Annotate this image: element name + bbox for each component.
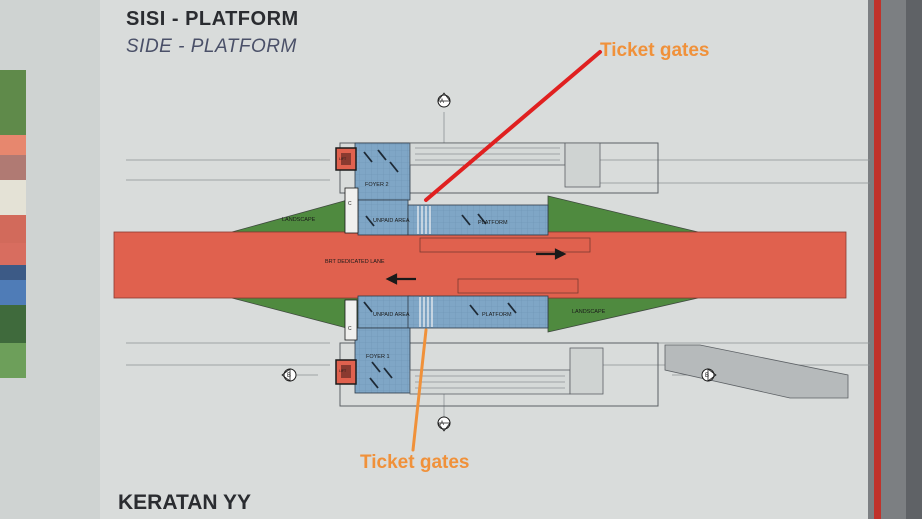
label-platform-bottom: PLATFORM <box>482 312 512 318</box>
label-room-c-bottom: C <box>348 326 352 332</box>
label-landscape-right: LANDSCAPE <box>572 309 606 315</box>
annotation-line-bottom <box>411 328 428 452</box>
label-room-c-top: C <box>348 201 352 207</box>
direction-arrows <box>385 248 567 285</box>
ticket-gates-bottom <box>419 297 433 327</box>
ticket-gates-top <box>417 206 431 234</box>
plan-labels: FOYER 2 UNPAID AREA PLATFORM LANDSCAPE B… <box>282 99 709 427</box>
room-c-bottom <box>344 299 358 341</box>
wall-shadow <box>906 0 922 519</box>
label-lift-top: LIFT <box>339 157 347 161</box>
label-marker-a-top: A <box>440 99 444 105</box>
label-landscape-left: LANDSCAPE <box>282 217 316 223</box>
stair-landing-bottom <box>569 347 604 395</box>
annotation-ticket-gates-top: Ticket gates <box>600 40 710 61</box>
red-frame-edge <box>874 0 881 519</box>
label-unpaid-bottom: UNPAID AREA <box>373 312 410 318</box>
left-legend-strip <box>0 70 26 378</box>
brt-dedicated-lane <box>113 231 847 299</box>
section-marker-a-top <box>437 92 451 108</box>
circulation-marks-bottom <box>363 301 517 389</box>
bus-stop-box-top <box>419 237 591 253</box>
annotation-ticket-gates-bottom: Ticket gates <box>360 452 470 473</box>
label-lift-bottom: LIFT <box>339 369 347 373</box>
section-marker-b-left <box>281 368 297 382</box>
access-ramp <box>664 344 849 399</box>
plan-subtitle: SIDE - PLATFORM <box>126 36 297 57</box>
foyer-1-area <box>354 327 411 394</box>
bus-stop-box-bottom <box>457 278 579 294</box>
platform-top <box>407 204 549 236</box>
label-unpaid-top: UNPAID AREA <box>373 218 410 224</box>
label-marker-b-left: B <box>287 373 291 379</box>
lift-bottom-car <box>341 365 351 378</box>
label-platform-top: PLATFORM <box>478 220 508 226</box>
lift-top-car <box>341 153 351 165</box>
platform-bottom <box>407 295 549 329</box>
room-c-top <box>344 187 359 234</box>
escalator-steps-bottom <box>415 375 565 389</box>
label-brt-lane: BRT DEDICATED LANE <box>325 259 385 265</box>
circulation-marks-top <box>363 149 487 227</box>
label-foyer-1: FOYER 1 <box>366 354 390 360</box>
section-marker-b-right <box>701 368 717 382</box>
label-marker-b-right: B <box>705 373 709 379</box>
foyer-2-area <box>354 142 411 201</box>
unpaid-area-bottom <box>357 295 411 329</box>
stair-landing-top <box>564 142 601 188</box>
plan-title: SISI - PLATFORM <box>126 8 299 30</box>
label-foyer-2: FOYER 2 <box>365 182 389 188</box>
section-marker-a-bottom <box>437 416 451 432</box>
label-marker-a-bottom: A <box>440 421 444 427</box>
section-title: KERATAN YY <box>118 491 252 514</box>
annotation-line-top <box>424 50 602 202</box>
